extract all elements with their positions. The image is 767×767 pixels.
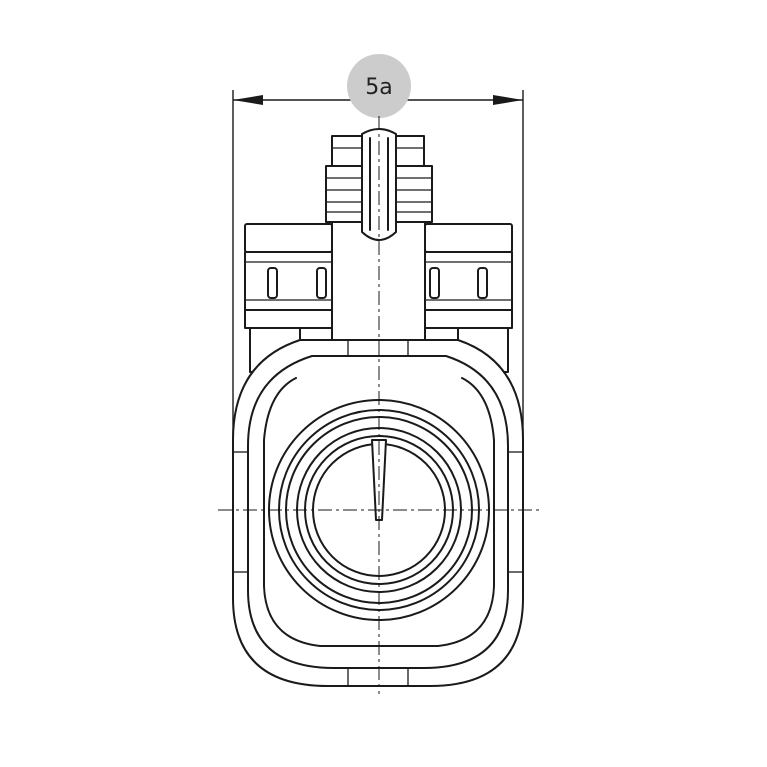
callout-label: 5a bbox=[365, 75, 392, 100]
dimension-arrow-left bbox=[233, 95, 263, 105]
center-lines bbox=[218, 116, 540, 694]
callout-badge: 5a bbox=[347, 54, 411, 118]
right-cap-nut bbox=[424, 223, 513, 329]
dimension-arrow-right bbox=[493, 95, 523, 105]
callout-badge-circle bbox=[347, 54, 411, 118]
left-cap-nut bbox=[244, 223, 333, 329]
